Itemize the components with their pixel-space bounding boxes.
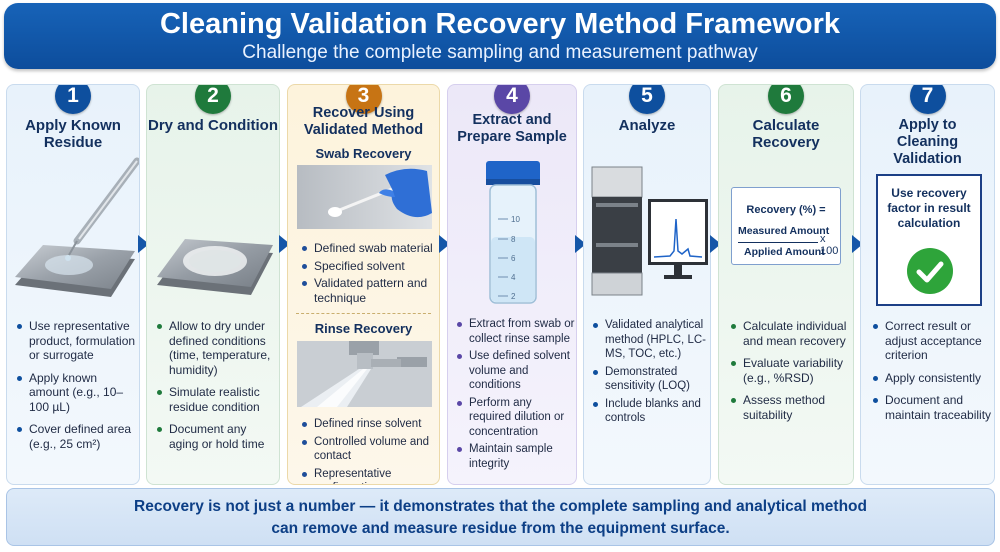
formula-fraction-bar [738, 242, 818, 243]
list-item: Correct result or adjust acceptance crit… [873, 319, 994, 363]
summary-footer: Recovery is not just a number — it demon… [6, 488, 995, 546]
list-item: Validated pattern and technique [302, 276, 437, 305]
step-5-number: 5 [629, 85, 665, 114]
step-5-bullets: Validated analytical method (HPLC, LC-MS… [593, 318, 710, 429]
list-item: Calculate individual and mean recovery [731, 319, 853, 348]
step-1-panel: 1 Apply Known Residue Use representative… [6, 84, 140, 485]
flow-arrow-icon [279, 235, 290, 253]
page-title: Cleaning Validation Recovery Method Fram… [159, 8, 841, 40]
step-6-bullets: Calculate individual and mean recovery E… [731, 319, 853, 430]
formula-lhs: Recovery (%) = [746, 204, 826, 216]
step-3-title: Recover Using Validated Method [303, 105, 424, 138]
step-6-panel: 6 Calculate Recovery Recovery (%) = Meas… [718, 84, 854, 485]
swab-bullets: Defined swab material Specified solvent … [302, 241, 437, 308]
list-item: Maintain sample integrity [457, 442, 576, 471]
flow-arrow-icon [439, 235, 450, 253]
rinse-spray-illustration [297, 341, 432, 407]
step-2-bullets: Allow to dry under defined conditions (t… [157, 319, 277, 459]
flow-arrow-icon [852, 235, 863, 253]
rinse-recovery-title: Rinse Recovery [314, 321, 413, 336]
step-6-number: 6 [768, 85, 804, 114]
step-7-panel: 7 Apply to Cleaning Validation Use recov… [860, 84, 995, 485]
step-7-title: Apply to Cleaning Validation [893, 117, 962, 167]
sample-vial-illustration: 10 8 6 4 2 [486, 161, 540, 304]
vial-mark: 4 [511, 273, 516, 282]
step-1-title: Apply Known Residue [25, 117, 121, 151]
formula-multiplier: x 100 [820, 233, 839, 257]
rinse-bullets: Defined rinse solvent Controlled volume … [302, 417, 439, 484]
coupon-pipette-illustration [15, 157, 139, 297]
list-item: Use defined solvent volume and condition… [457, 349, 576, 393]
flow-arrow-icon [575, 235, 586, 253]
formula-numerator: Measured Amount [738, 225, 830, 237]
step-2-panel: 2 Dry and Condition Allow to dry under d… [146, 84, 280, 485]
step-1-number: 1 [55, 85, 91, 114]
step-7-number: 7 [909, 85, 946, 114]
step-2-title: Dry and Condition [148, 117, 278, 134]
step-3-number: 3 [345, 85, 382, 114]
hplc-instrument-illustration [591, 166, 708, 296]
recovery-formula-box: Recovery (%) = Measured Amount x 100 App… [731, 187, 841, 265]
list-item: Cover defined area (e.g., 25 cm²) [17, 422, 137, 451]
step-1-bullets: Use representative product, formulation … [17, 319, 137, 459]
list-item: Use representative product, formulation … [17, 319, 137, 363]
list-item: Perform any required dilution or concent… [457, 396, 576, 440]
header-banner: Cleaning Validation Recovery Method Fram… [4, 3, 996, 69]
vial-mark: 10 [511, 215, 520, 224]
checkmark-icon [907, 248, 953, 294]
list-item: Specified solvent [302, 259, 437, 274]
list-item: Extract from swab or collect rinse sampl… [457, 317, 576, 346]
step-2-number: 2 [195, 85, 231, 114]
swab-illustration [297, 165, 432, 229]
step-4-panel: 4 Extract and Prepare Sample 10 8 6 4 2 … [447, 84, 577, 485]
list-item: Controlled volume and contact [302, 435, 439, 464]
list-item: Defined swab material [302, 241, 437, 256]
dried-coupon-illustration [157, 239, 273, 295]
section-divider [296, 313, 431, 314]
list-item: Document any aging or hold time [157, 422, 277, 451]
page-subtitle: Challenge the complete sampling and meas… [242, 42, 758, 63]
step-4-number: 4 [494, 85, 530, 114]
list-item: Allow to dry under defined conditions (t… [157, 319, 277, 377]
step-4-bullets: Extract from swab or collect rinse sampl… [457, 317, 576, 474]
recovery-factor-box: Use recovery factor in result calculatio… [876, 174, 982, 306]
list-item: Apply known amount (e.g., 10–100 µL) [17, 371, 137, 415]
flow-arrow-icon [138, 235, 149, 253]
footer-line-2: can remove and measure residue from the … [271, 520, 730, 537]
flow-arrow-icon [710, 235, 721, 253]
list-item: Evaluate variability (e.g., %RSD) [731, 356, 853, 385]
list-item: Apply consistently [873, 371, 994, 386]
step-5-title: Analyze [618, 117, 676, 134]
list-item: Simulate realistic residue condition [157, 385, 277, 414]
vial-mark: 6 [511, 254, 516, 263]
recovery-factor-text: Use recovery factor in result calculatio… [887, 186, 971, 230]
vial-mark: 2 [511, 292, 516, 301]
list-item: Document and maintain traceability [873, 393, 994, 422]
formula-denominator: Applied Amount [744, 246, 825, 258]
list-item: Defined rinse solvent [302, 417, 439, 432]
list-item: Representative configuration [302, 467, 439, 484]
footer-line-1: Recovery is not just a number — it demon… [134, 498, 867, 515]
step-7-bullets: Correct result or adjust acceptance crit… [873, 319, 994, 430]
vial-mark: 8 [511, 235, 516, 244]
list-item: Assess method suitability [731, 393, 853, 422]
list-item: Demonstrated sensitivity (LOQ) [593, 365, 710, 394]
swab-recovery-title: Swab Recovery [315, 146, 412, 161]
step-3-panel: 3 Recover Using Validated Method Swab Re… [287, 84, 440, 485]
list-item: Validated analytical method (HPLC, LC-MS… [593, 318, 710, 362]
step-4-title: Extract and Prepare Sample [457, 112, 567, 145]
step-5-panel: 5 Analyze Validated analytical method (H… [583, 84, 711, 485]
step-6-title: Calculate Recovery [752, 117, 820, 151]
list-item: Include blanks and controls [593, 397, 710, 426]
